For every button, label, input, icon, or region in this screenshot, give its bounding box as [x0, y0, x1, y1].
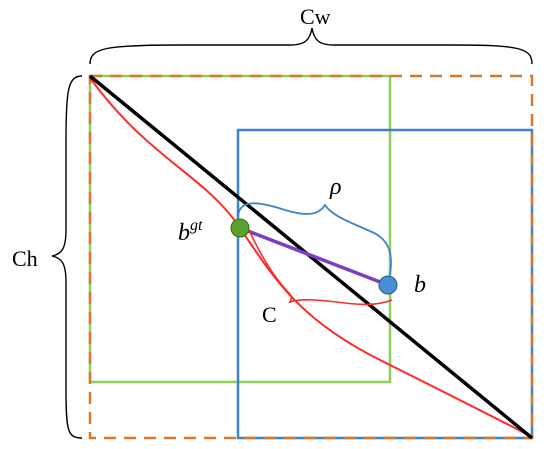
gt-center-dot — [230, 218, 250, 238]
label-ch: Ch — [12, 246, 38, 271]
label-bgt: bgt — [178, 217, 203, 246]
label-bgt-sup: gt — [190, 217, 203, 234]
label-b: b — [414, 272, 426, 298]
label-bgt-base: b — [178, 220, 190, 246]
pred-center-dot — [378, 275, 398, 295]
rho-brace — [237, 202, 392, 276]
label-c: C — [262, 302, 277, 327]
center-distance-line — [239, 226, 389, 287]
label-cw: Cw — [300, 4, 331, 29]
ch-brace — [51, 75, 83, 439]
enclosing-box — [88, 74, 534, 440]
cw-brace — [89, 27, 533, 65]
c-brace — [249, 231, 393, 306]
label-rho: ρ — [329, 174, 342, 200]
